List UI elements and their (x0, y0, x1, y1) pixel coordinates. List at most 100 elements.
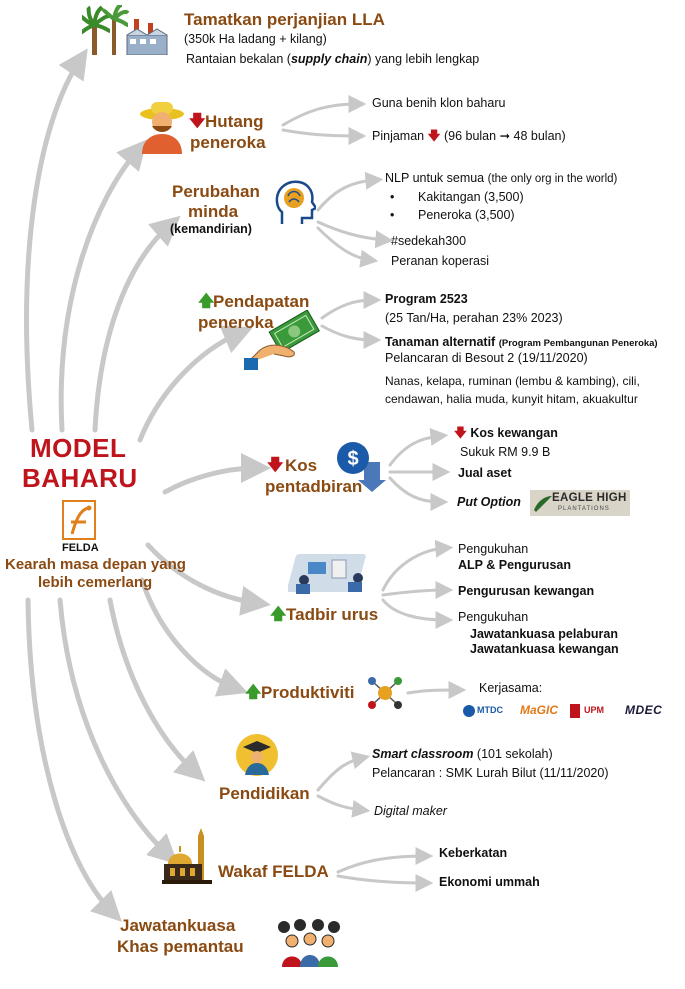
hutang-item2: Pinjaman 🡇 (96 bulan ➞ 48 bulan) (372, 129, 566, 144)
mtdc-text: MTDC (477, 705, 503, 715)
arrow-main-produktiviti (139, 577, 249, 697)
minda-koperasi: Peranan koperasi (391, 254, 489, 268)
hutang-pinjaman: Pinjaman (372, 129, 425, 143)
arrow-wakaf-2 (336, 873, 434, 892)
nlp-label: NLP untuk semua (385, 171, 485, 185)
kos-title-line1: Kos (285, 456, 318, 475)
arrow-main-pendapatan (137, 325, 253, 443)
mdec-text: MDEC (625, 703, 663, 717)
arrow-main-kos (162, 453, 271, 495)
mtdc-dot-icon (463, 705, 475, 717)
pendapatan-tanaman: Tanaman alternatif (Program Pembangunan … (385, 335, 658, 350)
hutang-arrow-icon: ➞ (499, 129, 511, 143)
tadbir-jawatankuasa-kewangan: Jawatankuasa kewangan (470, 642, 619, 656)
arrow-tadbir-3 (381, 598, 454, 629)
kos-kewangan: 🡇 Kos kewangan (454, 426, 558, 441)
pendapatan-pelancaran: Pelancaran di Besout 2 (19/11/2020) (385, 351, 588, 365)
eagle-line2: PLANTATIONS (558, 506, 610, 512)
eagle-line1: EAGLE HIGH (552, 492, 627, 504)
arrow-hutang-1 (281, 95, 367, 127)
felda-label: FELDA (62, 542, 99, 554)
smart-label: Smart classroom (372, 747, 474, 761)
arrow-main-tadbir (145, 542, 271, 616)
jawatankuasa-title-line2: Khas pemantau (117, 937, 244, 956)
pendidikan-title: Pendidikan (219, 784, 310, 803)
tagline-line1: Kearah masa depan yang (5, 556, 186, 573)
kos-sukuk: Sukuk RM 9.9 B (460, 445, 551, 459)
pinjaman-down-icon: 🡇 (427, 129, 441, 143)
pendapatan-program-sub: (25 Tan/Ha, perahan 23% 2023) (385, 311, 563, 325)
lla-supply: Rantaian bekalan (supply chain) yang leb… (186, 52, 479, 67)
arrow-hutang-2 (281, 126, 367, 145)
minda-sedekah: #sedekah300 (391, 234, 467, 248)
mtdc-logo: MTDC (463, 704, 515, 718)
upm-logo: UPM (570, 704, 618, 718)
brain-head-icon (272, 176, 318, 226)
hutang-down-icon: 🡇 (189, 113, 206, 130)
tadbir-pengukuhan-1: Pengukuhan (458, 542, 529, 556)
farmer-icon (138, 100, 186, 154)
tagline-line2: lebih cemerlang (38, 574, 153, 591)
tadbir-pengurusan-kewangan: Pengurusan kewangan (458, 584, 595, 598)
arrow-minda-3 (316, 226, 379, 268)
tanaman-label: Tanaman alternatif (385, 335, 496, 349)
arrow-main-pendidikan (107, 597, 206, 782)
arrow-pendapatan-1 (320, 291, 382, 320)
minda-title-line1: Perubahan (172, 182, 260, 201)
hutang-title-line2: peneroka (190, 133, 266, 152)
pendapatan-up-icon: 🡅 (198, 293, 215, 310)
kewangan-down-icon: 🡇 (454, 426, 467, 440)
eagle-high-logo: EAGLE HIGH PLANTATIONS (530, 490, 630, 516)
upm-crest-icon (570, 704, 580, 718)
arrow-pendidikan-2 (316, 794, 371, 818)
minda-peneroka: Peneroka (3,500) (418, 208, 515, 222)
kos-jual: Jual aset (458, 466, 512, 480)
minda-kakitangan: Kakitangan (3,500) (418, 190, 524, 204)
palm-factory-icon (78, 3, 172, 56)
pendapatan-crops-line1: Nanas, kelapa, ruminan (lembu & kambing)… (385, 374, 640, 388)
mosque-icon (162, 828, 212, 884)
kos-put: Put Option (457, 495, 521, 509)
pendapatan-program: Program 2523 (385, 292, 468, 306)
nlp-note: (the only org in the world) (487, 173, 618, 185)
minda-bullet-1: • (390, 190, 395, 204)
minda-title-line3: (kemandirian) (170, 222, 252, 236)
model-title-line2: BAHARU (22, 463, 138, 493)
jawatankuasa-title-line1: Jawatankuasa (120, 916, 236, 935)
arrow-tadbir-1 (381, 539, 454, 592)
produktiviti-title: Produktiviti (261, 683, 355, 702)
tadbir-alp: ALP & Pengurusan (458, 558, 571, 572)
eagle-icon (534, 496, 552, 512)
arrow-main-hutang (58, 139, 148, 433)
teamwork-desk-icon (286, 548, 378, 598)
minda-bullet-2: • (390, 208, 395, 222)
arrow-minda-2 (316, 220, 394, 249)
pendapatan-title-line1: Pendapatan (213, 292, 310, 311)
minda-title-line2: minda (188, 202, 239, 221)
arrow-minda-1 (316, 171, 384, 212)
arrow-pendapatan-2 (320, 324, 382, 349)
tanaman-note: (Program Pembangunan Peneroka) (498, 338, 658, 349)
hutang-to: 48 bulan) (513, 129, 566, 143)
tadbir-pengukuhan-2: Pengukuhan (458, 610, 529, 624)
pendapatan-crops-line2: cendawan, halia muda, kunyit hitam, akua… (385, 392, 638, 406)
mdec-logo: MDEC (625, 703, 683, 719)
wakaf-item2: Ekonomi ummah (439, 875, 540, 889)
arrow-main-jawatankuasa (25, 597, 122, 922)
kos-title-line2: pentadbiran (265, 477, 363, 496)
pendidikan-digital: Digital maker (374, 804, 447, 818)
upm-text: UPM (584, 705, 604, 715)
people-group-icon (274, 917, 346, 967)
dollar-down-icon: $ (336, 440, 386, 492)
lla-supply-em: supply chain (290, 52, 368, 66)
wakaf-item1: Keberkatan (439, 846, 508, 860)
arrow-kos-3 (388, 476, 449, 511)
kewangan-label: Kos kewangan (470, 426, 558, 440)
arrow-kos-1 (388, 428, 449, 467)
smart-note: (101 sekolah) (476, 747, 553, 761)
tadbir-up-icon: 🡅 (270, 606, 287, 623)
arrow-main-wakaf (57, 597, 179, 865)
hutang-from: (96 bulan (443, 129, 497, 143)
graduation-icon (235, 733, 279, 777)
